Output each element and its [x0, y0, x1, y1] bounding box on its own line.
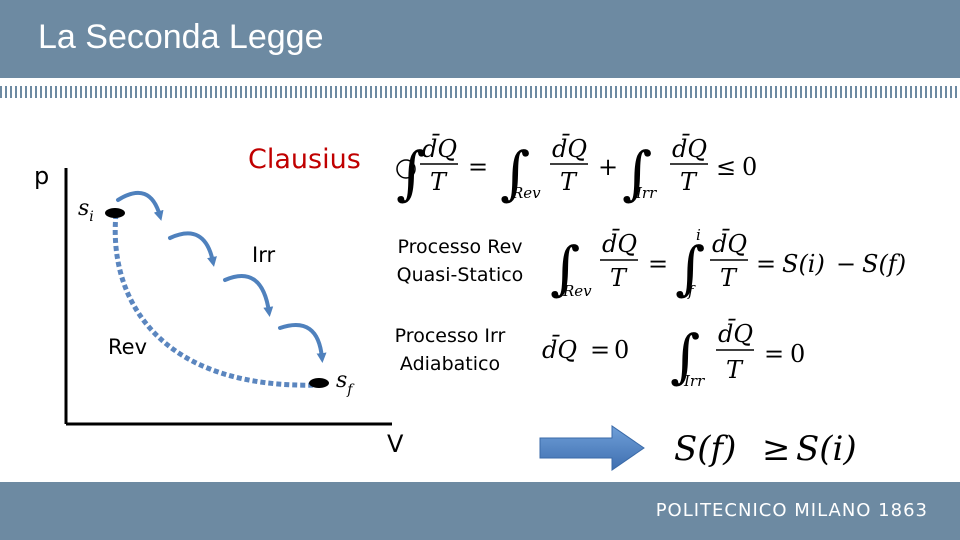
- final-state-point: [309, 378, 329, 388]
- rev-path: [112, 213, 321, 388]
- svg-text:0: 0: [742, 153, 757, 181]
- svg-text:T: T: [430, 168, 448, 196]
- svg-text:=: =: [648, 250, 668, 278]
- svg-text:S(f): S(f): [674, 429, 736, 469]
- svg-text:∫: ∫: [670, 322, 700, 390]
- process-rev-line2: Quasi-Statico: [396, 264, 524, 286]
- svg-text:S(i): S(i): [796, 429, 857, 469]
- svg-text:T: T: [726, 356, 744, 384]
- svg-text:=: =: [764, 340, 784, 368]
- svg-text:Rev: Rev: [511, 184, 541, 202]
- svg-text:d̄Q: d̄Q: [552, 134, 587, 163]
- svg-text:d̄Q: d̄Q: [672, 134, 707, 163]
- svg-text:S(i): S(i): [782, 250, 825, 278]
- process-irr-line1: Processo Irr: [394, 325, 506, 347]
- svg-text:=: =: [756, 250, 776, 278]
- svg-text:d̄Q: d̄Q: [422, 134, 457, 163]
- svg-text:T: T: [560, 168, 578, 196]
- irr-path-label: Irr: [252, 243, 276, 267]
- contour-integral-sign: ∫: [396, 139, 426, 207]
- process-irr-label: Processo Irr Adiabatico: [385, 322, 515, 378]
- slide-title: La Seconda Legge: [38, 18, 324, 56]
- clausius-label: Clausius: [248, 144, 361, 175]
- process-rev-label: Processo Rev Quasi-Statico: [385, 233, 535, 289]
- contour-circle: [396, 159, 416, 179]
- irr-adiabatic-equation: d̄Q = 0 ∫ Irr d̄Q T = 0: [542, 319, 805, 390]
- svg-text:∫: ∫: [675, 234, 705, 302]
- entropy-inequality: S(f) ≥ S(i): [674, 429, 857, 469]
- svg-text:i: i: [696, 226, 701, 244]
- svg-text:d̄Q: d̄Q: [712, 229, 747, 258]
- footer-bar: POLITECNICO MILANO 1863: [0, 482, 960, 540]
- svg-text:=: =: [468, 153, 488, 181]
- svg-text:0: 0: [614, 336, 629, 364]
- svg-text:≥: ≥: [762, 429, 791, 469]
- svg-text:−: −: [836, 250, 856, 278]
- svg-text:T: T: [680, 168, 698, 196]
- svg-text:f: f: [687, 282, 696, 300]
- svg-text:∫: ∫: [622, 139, 652, 207]
- final-state-label: sf: [336, 368, 355, 398]
- svg-text:Irr: Irr: [635, 184, 657, 202]
- svg-text:Rev: Rev: [562, 282, 592, 300]
- svg-text:0: 0: [790, 340, 805, 368]
- svg-text:∫: ∫: [500, 139, 530, 207]
- initial-state-point: [105, 208, 125, 218]
- svg-text:d̄Q: d̄Q: [718, 319, 753, 348]
- implication-arrow: [539, 425, 645, 471]
- rev-entropy-equation: ∫ Rev d̄Q T = ∫ i f d̄Q T = S(i) − S(f): [550, 226, 906, 302]
- volume-axis-label: V: [387, 430, 404, 458]
- svg-text:T: T: [610, 264, 628, 292]
- irr-path: [116, 190, 327, 363]
- svg-text:T: T: [720, 264, 738, 292]
- initial-state-label: si: [78, 196, 94, 225]
- svg-text:∫: ∫: [550, 234, 580, 302]
- svg-text:=: =: [590, 336, 610, 364]
- svg-text:d̄Q: d̄Q: [602, 229, 637, 258]
- clausius-inequality: ∫ d̄Q T = ∫ Rev d̄Q T + ∫ Irr d̄Q T ≤ 0: [396, 134, 757, 207]
- svg-text:≤: ≤: [716, 153, 736, 181]
- process-irr-line2: Adiabatico: [399, 353, 501, 375]
- process-rev-line1: Processo Rev: [397, 236, 523, 258]
- svg-text:Irr: Irr: [683, 372, 705, 390]
- header-bar: La Seconda Legge: [0, 0, 960, 78]
- pressure-axis-label: p: [34, 162, 50, 190]
- tick-divider: [0, 86, 960, 98]
- politecnico-logo-text: POLITECNICO MILANO 1863: [655, 500, 928, 521]
- rev-path-label: Rev: [108, 335, 147, 359]
- svg-text:d̄Q: d̄Q: [542, 335, 577, 364]
- svg-text:+: +: [598, 153, 618, 181]
- svg-text:S(f): S(f): [862, 250, 906, 278]
- axes: [64, 168, 392, 426]
